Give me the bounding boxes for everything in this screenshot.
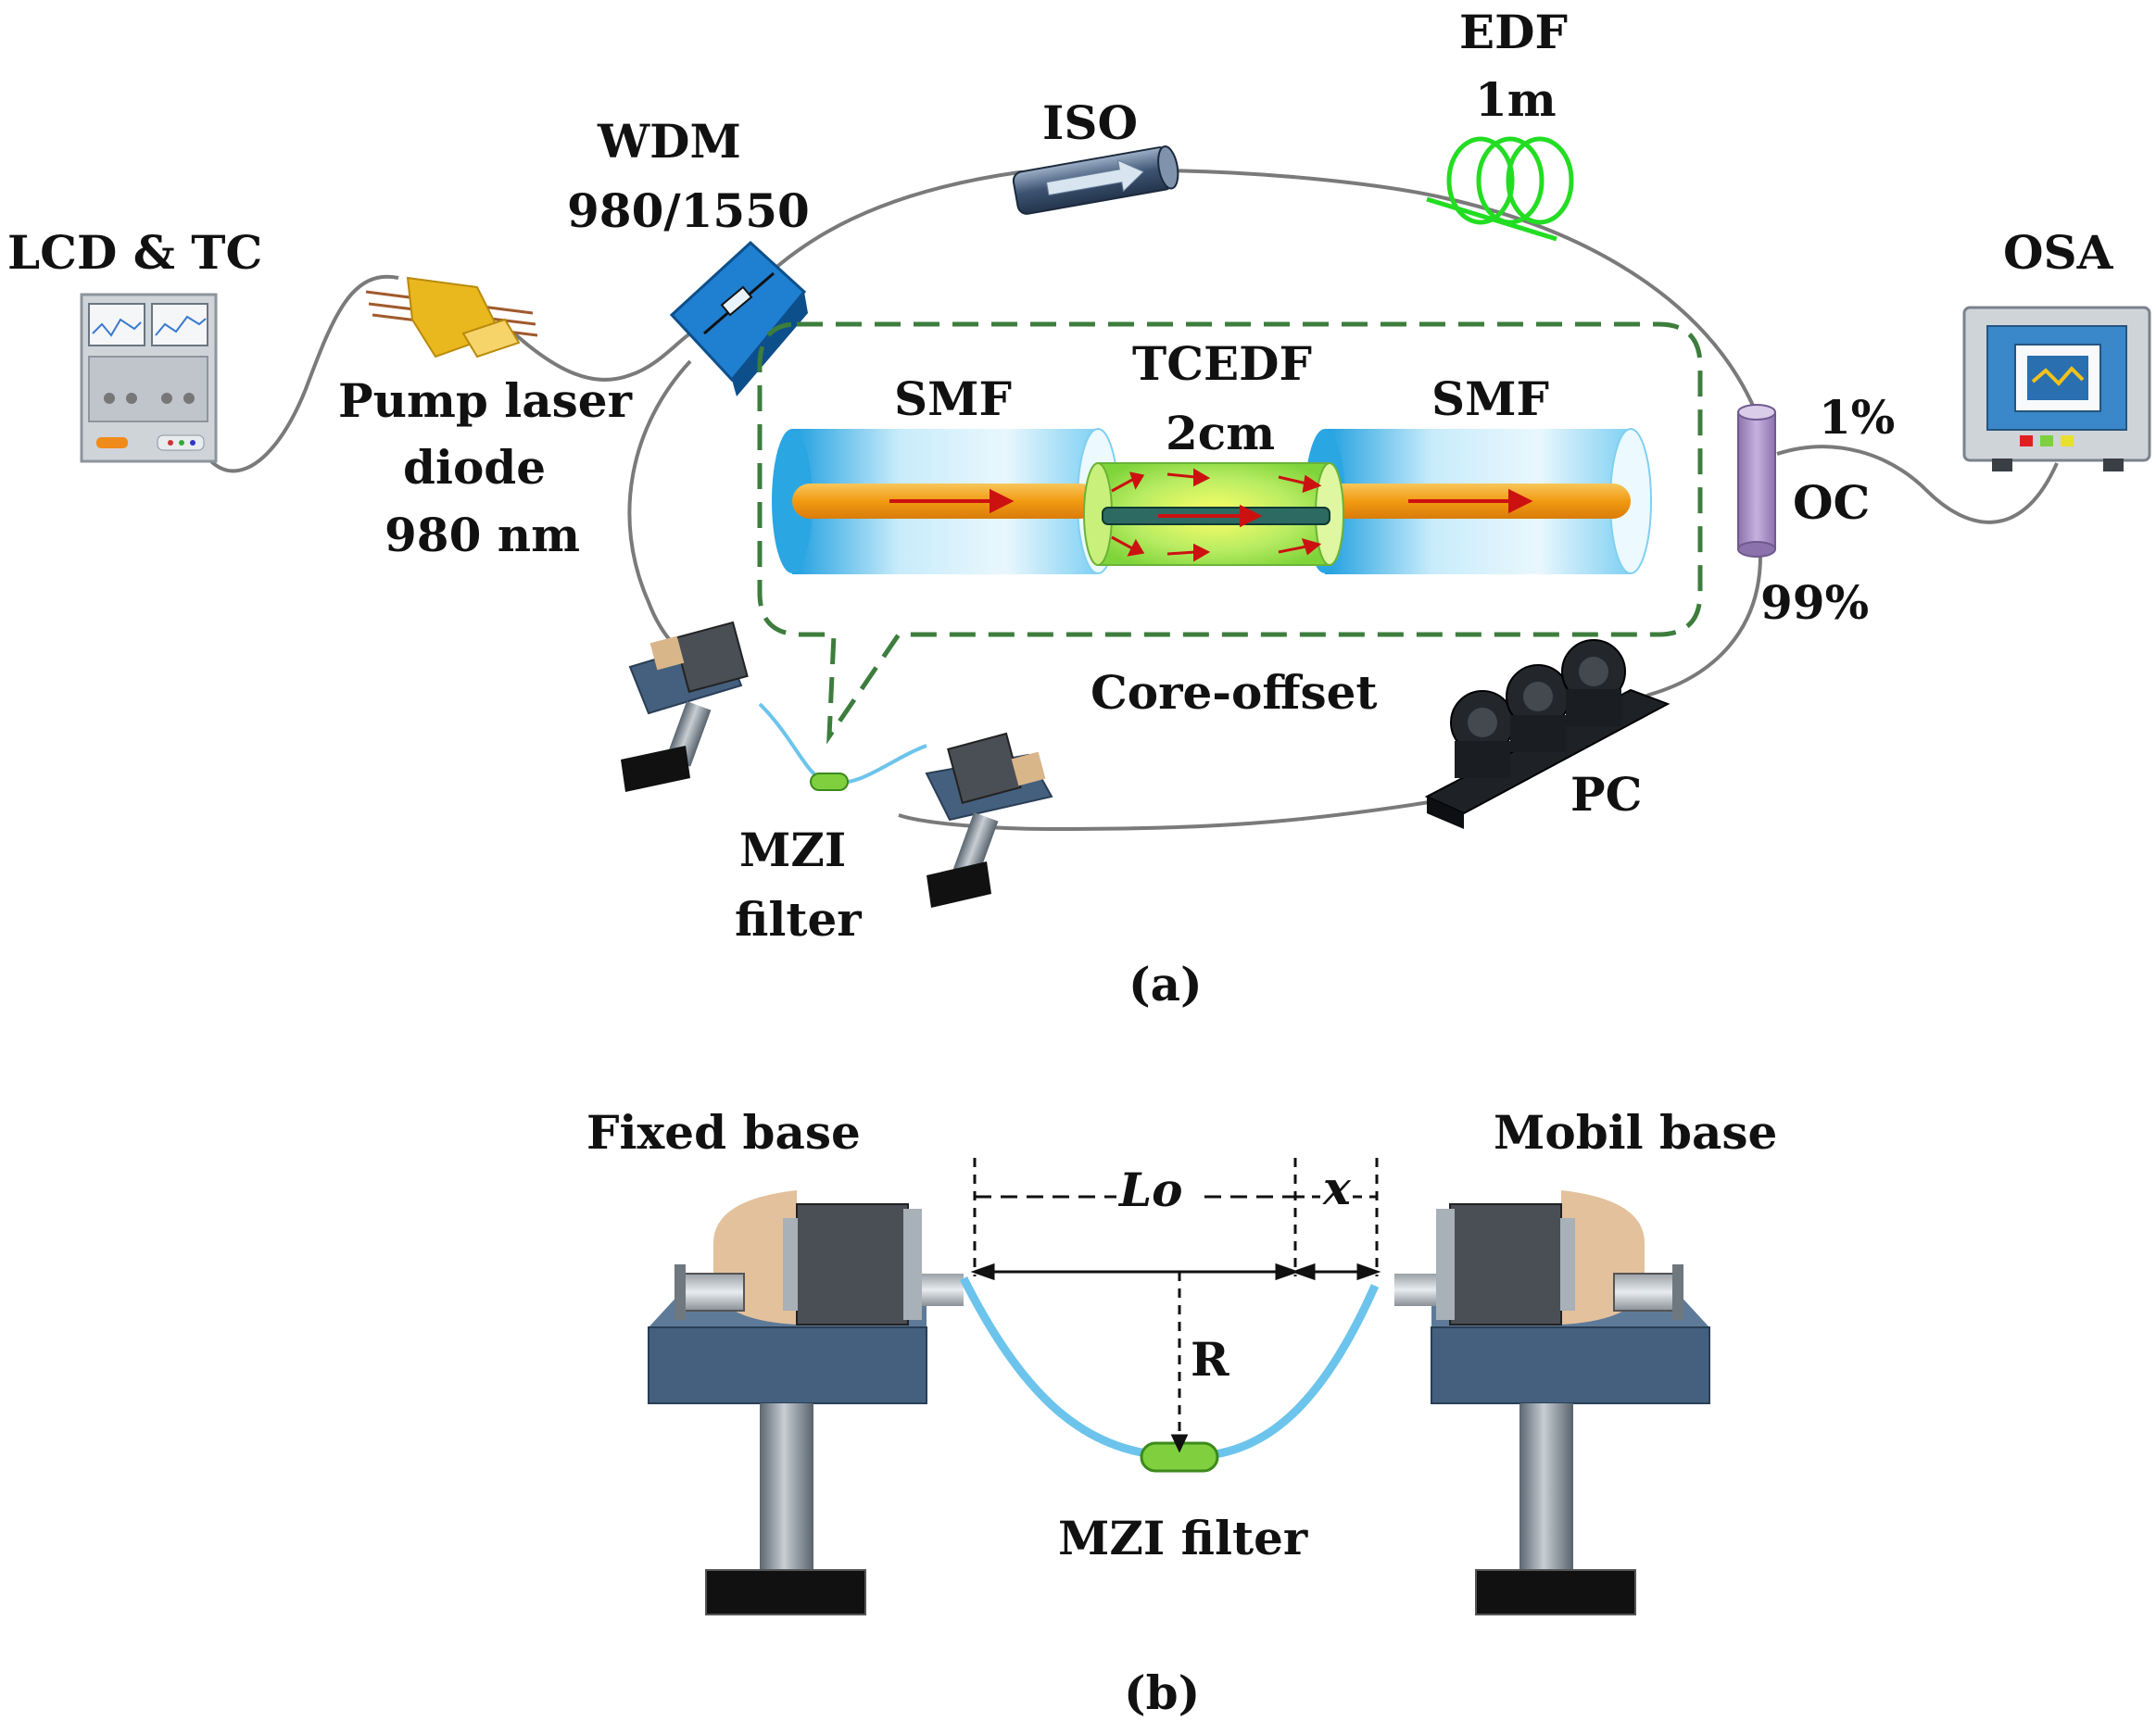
- fiber-pump-wdm: [512, 332, 692, 382]
- oc-label: OC: [1793, 475, 1870, 530]
- dimension-lines: [970, 1158, 1381, 1453]
- panel-a-caption: (a): [1128, 957, 1203, 1012]
- fiber-loop-left: [627, 359, 705, 669]
- osa-label: OSA: [2003, 225, 2114, 280]
- fiber-oc-osa: [1776, 445, 2059, 524]
- oc-loop-percent: 99%: [1760, 575, 1869, 630]
- r-label: R: [1191, 1332, 1229, 1387]
- inset-smf-right-label: SMF: [1431, 371, 1549, 426]
- fixed-base-stage: [648, 1190, 964, 1615]
- edf-coil: [1426, 136, 1574, 242]
- mobile-base-stage: [1394, 1190, 1710, 1615]
- lcd-tc-label: LCD & TC: [7, 225, 262, 280]
- wdm-label-line1: WDM: [597, 114, 741, 169]
- fixed-base-label: Fixed base: [586, 1105, 861, 1160]
- edf-label-line2: 1m: [1475, 72, 1557, 127]
- inset-tcedf-label-line1: TCEDF: [1132, 336, 1312, 391]
- iso-label: ISO: [1042, 95, 1138, 150]
- isolator: [1012, 145, 1179, 215]
- inset-signal-arrows: [889, 468, 1533, 562]
- bent-fiber: [959, 1275, 1380, 1461]
- fiber-lcd-pump: [188, 274, 399, 473]
- wdm-label-line2: 980/1550: [567, 183, 810, 238]
- oc-out-percent: 1%: [1819, 390, 1895, 445]
- pc-label: PC: [1570, 767, 1642, 822]
- mzi-stage-right: [925, 732, 1053, 908]
- mzi-label-line1: MZI: [739, 823, 846, 877]
- pump-label-line2: diode: [403, 440, 546, 495]
- mzi-filter-a: [810, 773, 849, 791]
- edf-label-line1: EDF: [1459, 5, 1568, 59]
- lo-label: Lo: [1117, 1162, 1183, 1217]
- pump-label-line3: 980 nm: [385, 508, 580, 562]
- pump-laser-diode: [365, 276, 538, 358]
- inset-core-offset-label: Core-offset: [1091, 665, 1378, 720]
- mobile-base-label: Mobil base: [1494, 1105, 1777, 1160]
- x-label: x: [1322, 1161, 1352, 1215]
- inset-callout-border: [757, 321, 1703, 745]
- lcd-tc-controller: [80, 293, 218, 463]
- inset-tcedf-label-line2: 2cm: [1166, 406, 1275, 460]
- polarization-controller: [1424, 639, 1671, 829]
- mzi-stage-left: [621, 621, 749, 792]
- mzi-label-line2: filter: [735, 892, 862, 947]
- output-coupler: [1737, 404, 1776, 558]
- panel-b-caption: (b): [1124, 1665, 1200, 1720]
- wdm-coupler: [669, 240, 808, 396]
- inset-smf-left-label: SMF: [894, 371, 1012, 426]
- mzi-filter-label-b: MZI filter: [1058, 1511, 1308, 1565]
- pump-label-line1: Pump laser: [338, 373, 633, 428]
- optical-spectrum-analyzer: [1962, 306, 2151, 471]
